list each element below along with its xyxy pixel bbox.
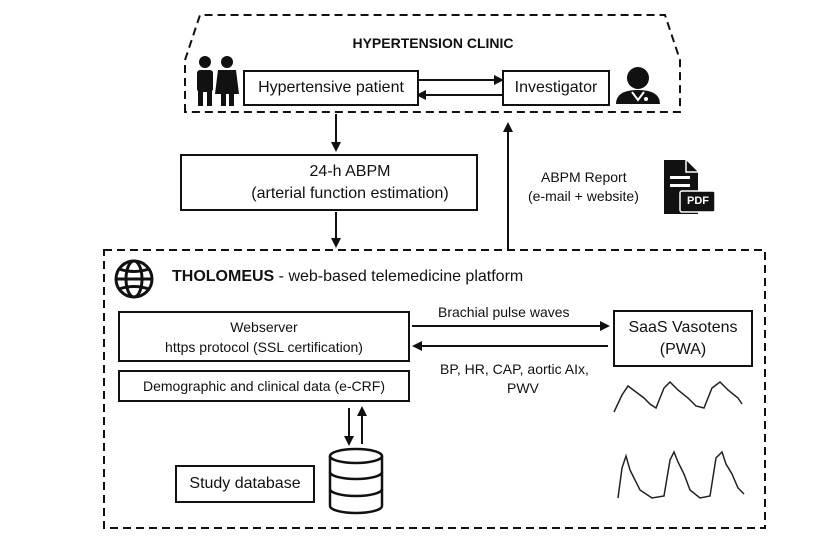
webserver-protocol: https protocol (SSL certification) <box>165 338 363 355</box>
report-title: ABPM Report <box>541 169 627 185</box>
pwa-waveform-bottom <box>617 450 745 499</box>
flow-label-brachial: Brachial pulse waves <box>438 304 570 320</box>
saas-box[interactable]: SaaS Vasotens (PWA) <box>613 310 753 367</box>
platform-brand: THOLOMEUS <box>172 268 275 285</box>
pwa-waveform-top <box>613 380 743 413</box>
report-subtitle: (e-mail + website) <box>528 188 639 204</box>
database-box[interactable]: Study database <box>175 465 315 503</box>
database-icon <box>328 447 384 515</box>
abpm-box[interactable]: 24-h ABPM (arterial function estimation) <box>180 154 478 211</box>
webserver-title: Webserver <box>230 318 298 335</box>
database-label: Study database <box>189 475 301 492</box>
investigator-box[interactable]: Investigator <box>502 70 610 106</box>
pdf-document-icon <box>664 160 716 214</box>
investigator-label: Investigator <box>514 79 598 96</box>
clinic-house-outline <box>184 14 681 113</box>
patient-label: Hypertensive patient <box>258 79 404 96</box>
platform-description: - web-based telemedicine platform <box>274 268 524 285</box>
patients-icon <box>197 56 239 106</box>
doctor-icon <box>616 67 660 104</box>
abpm-subtitle: (arterial function estimation) <box>251 184 449 202</box>
flow-label-results-2: PWV <box>507 380 539 396</box>
saas-subtitle: (PWA) <box>659 340 707 358</box>
flow-label-results-1: BP, HR, CAP, aortic AIx, <box>440 361 589 377</box>
ecrf-box[interactable]: Demographic and clinical data (e-CRF) <box>118 370 410 402</box>
platform-outline <box>103 249 766 529</box>
platform-title: THOLOMEUS - web-based telemedicine platf… <box>172 268 523 286</box>
webserver-box[interactable]: Webserver https protocol (SSL certificat… <box>118 311 410 362</box>
saas-title: SaaS Vasotens <box>628 318 738 336</box>
globe-icon <box>114 259 154 299</box>
patient-box[interactable]: Hypertensive patient <box>243 70 419 106</box>
clinic-title: HYPERTENSION CLINIC <box>352 35 514 51</box>
abpm-title: 24-h ABPM <box>309 162 391 180</box>
pdf-label: PDF <box>687 195 709 207</box>
ecrf-label: Demographic and clinical data (e-CRF) <box>143 378 385 394</box>
